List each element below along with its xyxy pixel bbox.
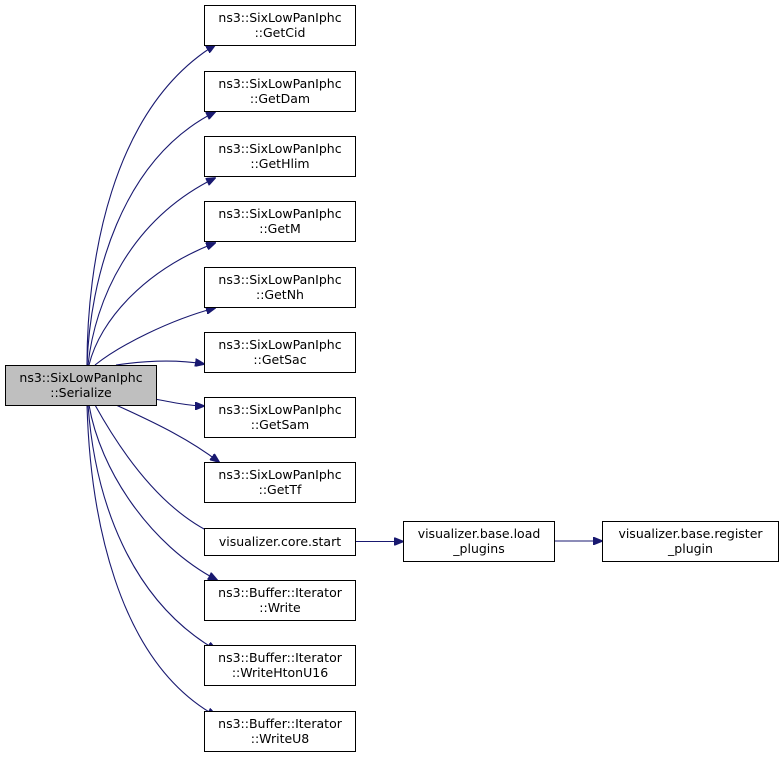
node-label-root-1: ns3::SixLowPanIphc <box>19 370 142 385</box>
edge-root-to-getm <box>88 243 215 366</box>
node-box-registerplugin <box>602 521 779 562</box>
node-write[interactable]: ns3::Buffer::Iterator::Write <box>204 580 356 621</box>
node-box-write <box>204 580 356 621</box>
node-getcid[interactable]: ns3::SixLowPanIphc::GetCid <box>204 5 356 46</box>
edge-root-to-write <box>88 404 217 580</box>
edge-root-to-writeu8 <box>86 404 216 716</box>
node-label-writeu8-1: ns3::Buffer::Iterator <box>218 716 343 731</box>
node-label-writehtonu16-1: ns3::Buffer::Iterator <box>218 650 343 665</box>
node-gethlim[interactable]: ns3::SixLowPanIphc::GetHlim <box>204 136 356 177</box>
node-label-getsam-2: ::GetSam <box>251 417 309 432</box>
node-label-getsac-2: ::GetSac <box>253 352 306 367</box>
node-box-writehtonu16 <box>204 645 356 686</box>
node-box-getsac <box>204 332 356 373</box>
node-label-getdam-2: ::GetDam <box>250 91 310 106</box>
node-label-getsam-1: ns3::SixLowPanIphc <box>218 402 341 417</box>
node-label-registerplugin-1: visualizer.base.register <box>618 526 763 541</box>
node-label-gettf-2: ::GetTf <box>259 482 302 497</box>
node-label-getm-2: ::GetM <box>259 221 301 236</box>
edge-root-to-getcid <box>86 45 215 366</box>
node-getnh[interactable]: ns3::SixLowPanIphc::GetNh <box>204 267 356 308</box>
edge-root-to-getdam <box>86 112 215 366</box>
node-label-vizcorestart-1: visualizer.core.start <box>219 534 341 549</box>
edge-root-to-writehtonu16 <box>87 404 216 650</box>
edge-root-to-gettf <box>115 404 219 462</box>
node-label-write-2: ::Write <box>259 600 301 615</box>
node-label-getcid-1: ns3::SixLowPanIphc <box>218 10 341 25</box>
node-label-getnh-1: ns3::SixLowPanIphc <box>218 272 341 287</box>
nodes: ns3::SixLowPanIphc::Serializens3::SixLow… <box>5 5 779 752</box>
node-box-gethlim <box>204 136 356 177</box>
node-label-loadplugins-1: visualizer.base.load <box>418 526 541 541</box>
node-box-writeu8 <box>204 711 356 752</box>
node-gettf[interactable]: ns3::SixLowPanIphc::GetTf <box>204 462 356 503</box>
node-label-writehtonu16-2: ::WriteHtonU16 <box>232 665 328 680</box>
edges <box>86 45 602 716</box>
node-label-getcid-2: ::GetCid <box>255 25 306 40</box>
node-box-getm <box>204 201 356 242</box>
node-label-gethlim-2: ::GetHlim <box>250 156 309 171</box>
node-registerplugin[interactable]: visualizer.base.register_plugin <box>602 521 779 562</box>
node-vizcorestart[interactable]: visualizer.core.start <box>204 528 356 556</box>
node-box-root <box>5 365 157 406</box>
node-label-write-1: ns3::Buffer::Iterator <box>218 585 343 600</box>
node-label-gettf-1: ns3::SixLowPanIphc <box>218 467 341 482</box>
node-label-gethlim-1: ns3::SixLowPanIphc <box>218 141 341 156</box>
node-label-getnh-2: ::GetNh <box>256 287 304 302</box>
edge-root-to-getsam <box>149 397 204 406</box>
edge-root-to-getnh <box>94 308 215 366</box>
node-box-getnh <box>204 267 356 308</box>
node-label-getsac-1: ns3::SixLowPanIphc <box>218 337 341 352</box>
node-getdam[interactable]: ns3::SixLowPanIphc::GetDam <box>204 71 356 112</box>
node-loadplugins[interactable]: visualizer.base.load_plugins <box>403 521 555 562</box>
node-getsam[interactable]: ns3::SixLowPanIphc::GetSam <box>204 397 356 438</box>
edge-root-to-vizcorestart <box>94 404 216 535</box>
node-label-root-2: ::Serialize <box>50 385 112 400</box>
edge-root-to-getsac <box>115 361 204 365</box>
node-getm[interactable]: ns3::SixLowPanIphc::GetM <box>204 201 356 242</box>
node-label-registerplugin-2: _plugin <box>667 541 713 556</box>
node-box-getcid <box>204 5 356 46</box>
edge-root-to-gethlim <box>87 178 215 366</box>
node-box-getsam <box>204 397 356 438</box>
node-label-getdam-1: ns3::SixLowPanIphc <box>218 76 341 91</box>
node-label-loadplugins-2: _plugins <box>452 541 504 556</box>
node-root[interactable]: ns3::SixLowPanIphc::Serialize <box>5 365 157 406</box>
node-box-gettf <box>204 462 356 503</box>
node-getsac[interactable]: ns3::SixLowPanIphc::GetSac <box>204 332 356 373</box>
node-box-vizcorestart <box>204 528 356 556</box>
node-box-loadplugins <box>403 521 555 562</box>
node-label-writeu8-2: ::WriteU8 <box>251 731 310 746</box>
node-label-getm-1: ns3::SixLowPanIphc <box>218 206 341 221</box>
node-writeu8[interactable]: ns3::Buffer::Iterator::WriteU8 <box>204 711 356 752</box>
node-writehtonu16[interactable]: ns3::Buffer::Iterator::WriteHtonU16 <box>204 645 356 686</box>
node-box-getdam <box>204 71 356 112</box>
